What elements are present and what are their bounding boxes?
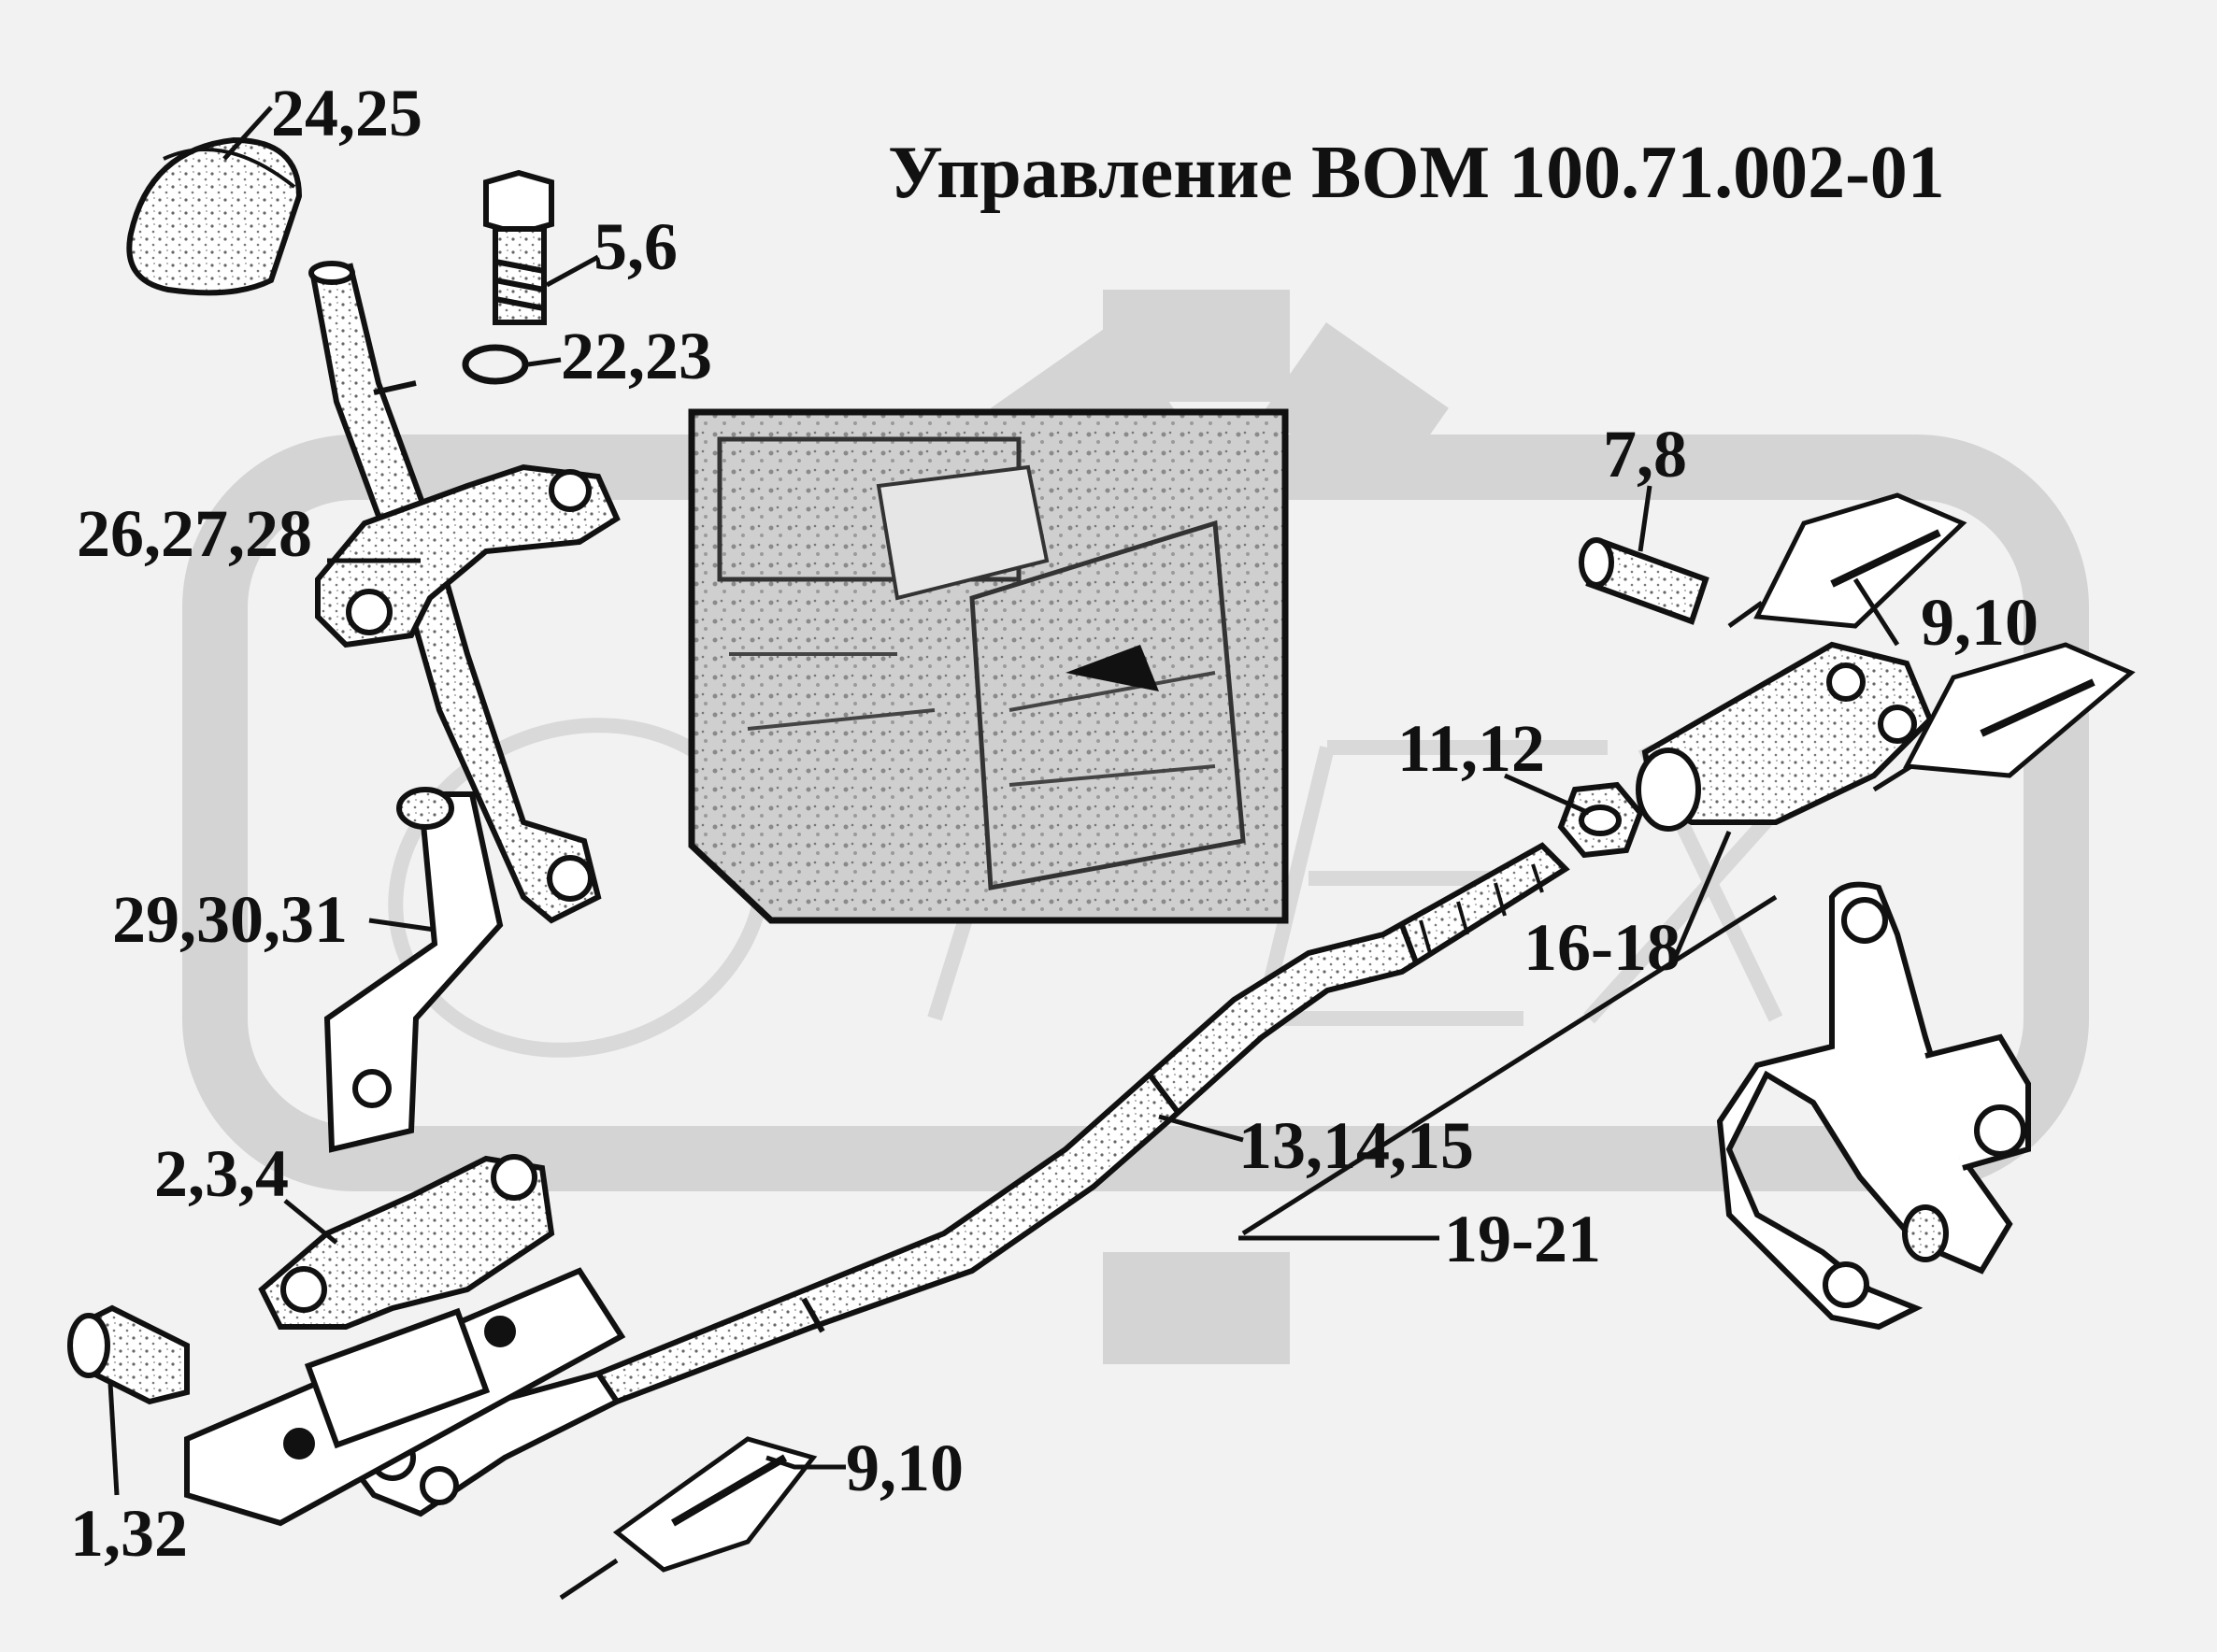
label-1-32: 1,32 (70, 1496, 188, 1571)
cotter-pin-top (1727, 492, 2136, 792)
label-7-8: 7,8 (1603, 417, 1687, 491)
label-5-6: 5,6 (594, 209, 678, 284)
washer-part (462, 344, 529, 385)
diagram-title: Управление ВОМ 100.71.002-01 (888, 132, 1945, 214)
label-9-10-top: 9,10 (1921, 585, 2038, 660)
label-19-21: 19-21 (1444, 1202, 1601, 1276)
cotter-pin-bottom (559, 1436, 818, 1601)
bolt-part (483, 169, 554, 325)
label-22-23: 22,23 (561, 319, 712, 393)
bellcrank-part (1716, 881, 2031, 1331)
label-2-3-4: 2,3,4 (154, 1136, 289, 1211)
label-9-10-bottom: 9,10 (846, 1431, 964, 1505)
tractor-photo-inset (688, 408, 1289, 924)
leader-lines (107, 106, 1900, 1496)
screw-part (67, 1304, 190, 1405)
knob-part (126, 136, 303, 296)
base-plate-part (184, 1267, 626, 1527)
label-24-25: 24,25 (271, 76, 422, 150)
label-11-12: 11,12 (1397, 711, 1546, 786)
label-26-27-28: 26,27,28 (77, 496, 312, 571)
label-13-14-15: 13,14,15 (1238, 1108, 1474, 1183)
mount-bracket-part (258, 1154, 555, 1330)
clevis-part (1636, 641, 1934, 832)
label-16-18: 16-18 (1523, 910, 1681, 985)
label-29-30-31: 29,30,31 (112, 882, 348, 957)
nut-part (1557, 781, 1644, 859)
pin-part (1579, 537, 1709, 625)
bent-plate-part (323, 787, 504, 1153)
bracket-part (315, 463, 621, 648)
